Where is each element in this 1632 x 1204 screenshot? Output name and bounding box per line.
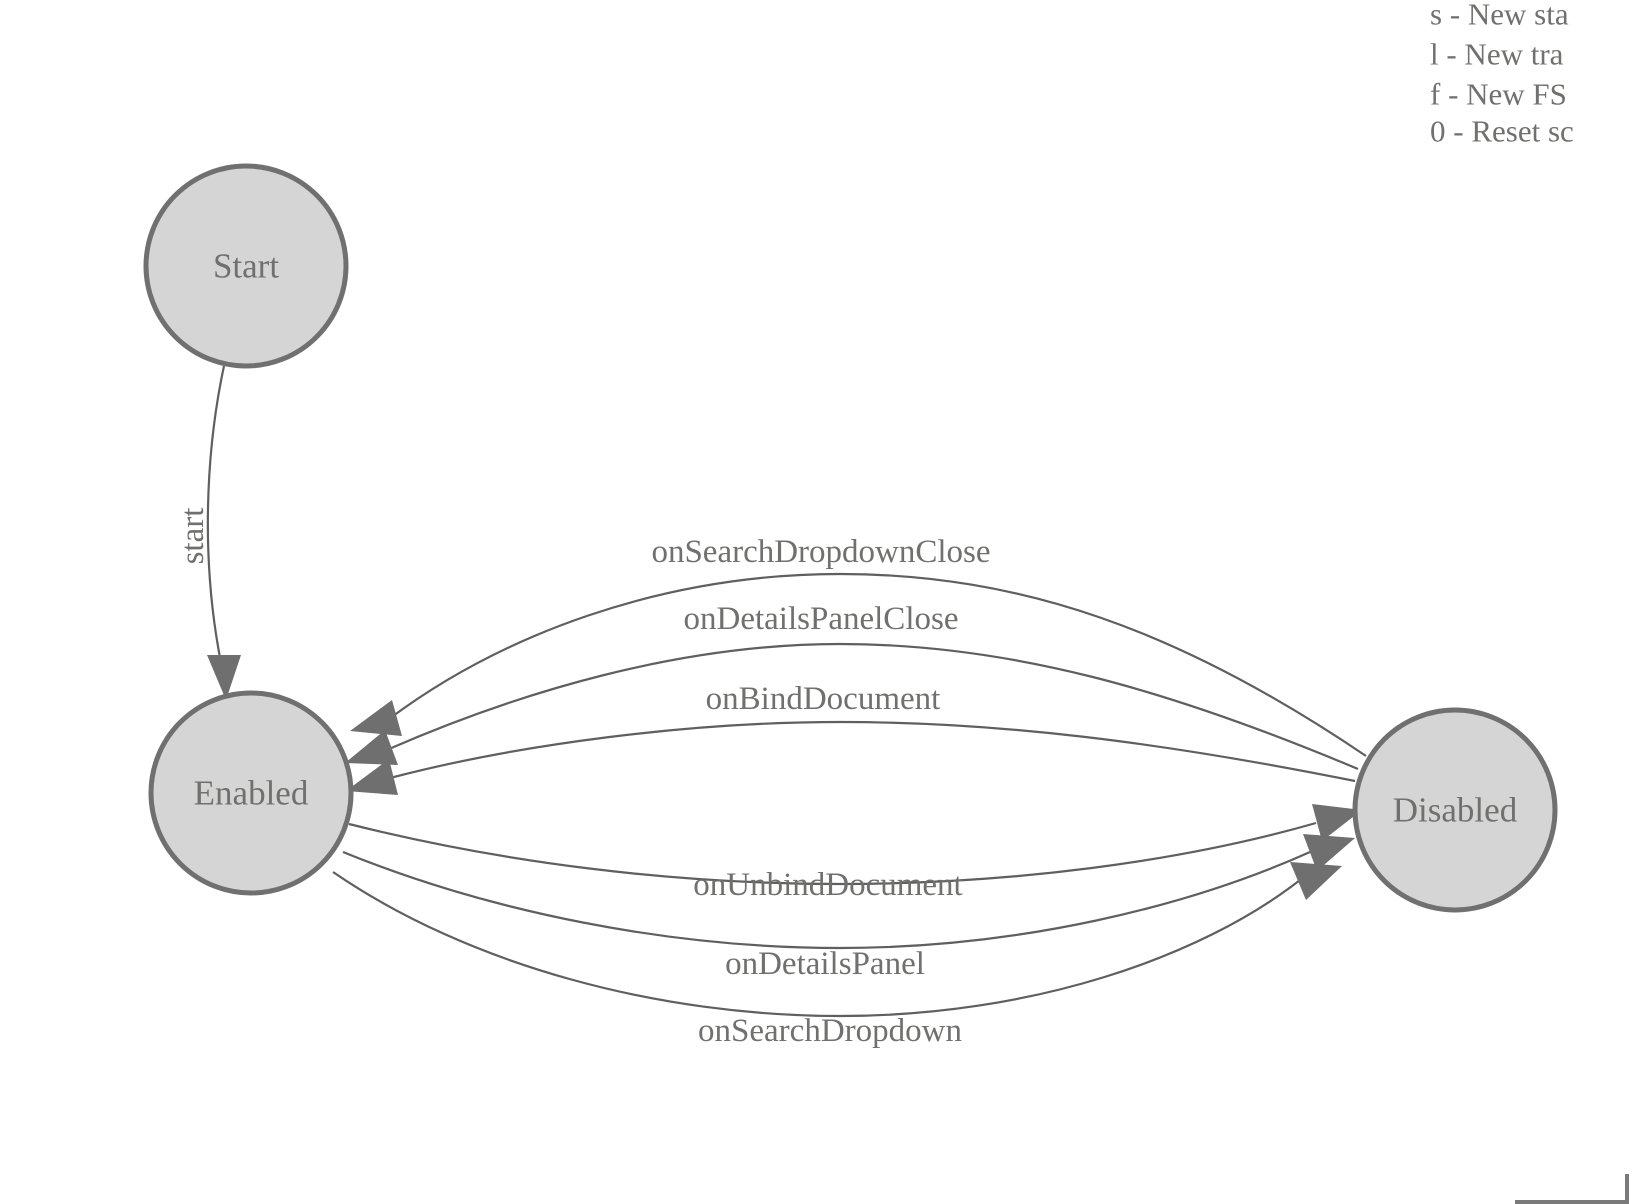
panel-corner-border [1515,1174,1629,1204]
edge-label-onbinddocument: onBindDocument [706,681,941,717]
edge-path-ondetailspanelclose [388,642,1359,771]
panel-corner-rule [1515,1174,1629,1204]
edge-path-onbinddocument [389,720,1356,783]
edge-label-onsearchdropdown: onSearchDropdown [698,1013,962,1049]
node-enabled[interactable]: Enabled [148,690,354,896]
node-enabled-label: Enabled [194,774,309,813]
arrowhead-into-enabled-a [350,700,402,736]
arrowhead-into-disabled-b [1303,834,1355,871]
node-disabled[interactable]: Disabled [1352,707,1558,913]
edge-label-ondetailspanelclose: onDetailsPanelClose [684,601,959,637]
node-start-circle [143,163,349,369]
node-start-label: Start [213,247,279,286]
edge-disabled-to-enabled-binddocument[interactable] [346,720,1356,795]
legend-item-new-state: s - New sta [1430,0,1569,32]
edge-enabled-to-disabled-detailspanel[interactable] [342,834,1355,950]
legend-item-reset-scene: 0 - Reset sc [1430,114,1574,149]
node-start[interactable]: Start [143,163,349,369]
legend-item-new-fsm: f - New FS [1430,77,1567,112]
node-enabled-circle [148,690,354,896]
edge-path-start [206,365,226,669]
edge-path-ondetailspanel [342,850,1311,950]
edge-label-onunbinddocument: onUnbindDocument [693,867,962,903]
arrowhead-into-enabled-c [346,759,398,795]
edge-label-onsearchdropdownclose: onSearchDropdownClose [651,534,990,570]
arrowhead-into-enabled-b [345,730,398,765]
edge-path-onsearchdropdown [332,871,1301,1018]
arrowhead-into-disabled-a [1312,804,1362,841]
edge-label-ondetailspanel: onDetailsPanel [725,946,925,982]
edge-path-onsearchdropdownclose [388,572,1367,757]
legend-item-new-transition: l - New tra [1430,37,1564,72]
node-disabled-circle [1352,707,1558,913]
keyboard-shortcut-legend: s - New sta l - New tra f - New FS 0 - R… [1430,0,1574,149]
edge-label-start: start [175,508,211,565]
arrowhead-into-enabled-top [207,655,241,700]
arrowhead-into-disabled-c [1290,862,1342,900]
edge-enabled-to-disabled-searchdropdown[interactable] [332,862,1342,1018]
edge-disabled-to-enabled-searchdropdownclose[interactable] [350,572,1367,757]
node-disabled-label: Disabled [1393,791,1518,830]
edge-disabled-to-enabled-detailspanelclose[interactable] [345,642,1359,771]
edge-path-onunbinddocument [348,821,1317,886]
edge-start-to-enabled[interactable] [206,365,241,700]
edge-enabled-to-disabled-unbinddocument[interactable] [348,804,1362,886]
